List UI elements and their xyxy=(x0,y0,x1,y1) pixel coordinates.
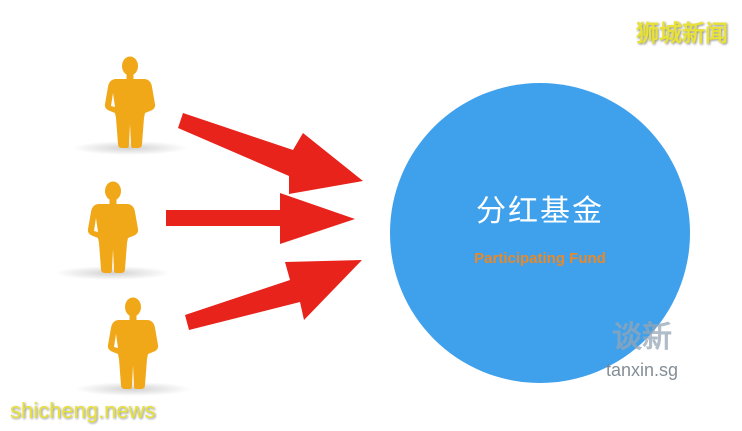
person-1-figure xyxy=(72,56,188,155)
news-watermark-bottom: shicheng.news xyxy=(10,398,156,423)
fund-title: 分红基金 xyxy=(476,194,604,229)
brand-watermark-cn: 谈新 xyxy=(612,320,672,355)
person-icon xyxy=(107,297,159,389)
person-1-shadow xyxy=(72,141,188,155)
arrow-top xyxy=(178,113,363,194)
brand-watermark-domain: tanxin.sg xyxy=(606,360,679,380)
person-3-shadow xyxy=(75,382,191,396)
participating-fund-circle: 分红基金 Participating Fund xyxy=(390,83,690,383)
person-2-figure xyxy=(55,181,171,280)
arrow-middle xyxy=(166,193,355,244)
person-3-figure xyxy=(75,297,191,396)
fund-subtitle: Participating Fund xyxy=(474,250,606,267)
person-2-shadow xyxy=(55,266,171,280)
person-icon xyxy=(87,181,139,273)
arrow-bottom xyxy=(185,260,362,330)
person-icon xyxy=(104,56,156,148)
news-watermark-top: 狮城新闻 xyxy=(636,21,728,47)
